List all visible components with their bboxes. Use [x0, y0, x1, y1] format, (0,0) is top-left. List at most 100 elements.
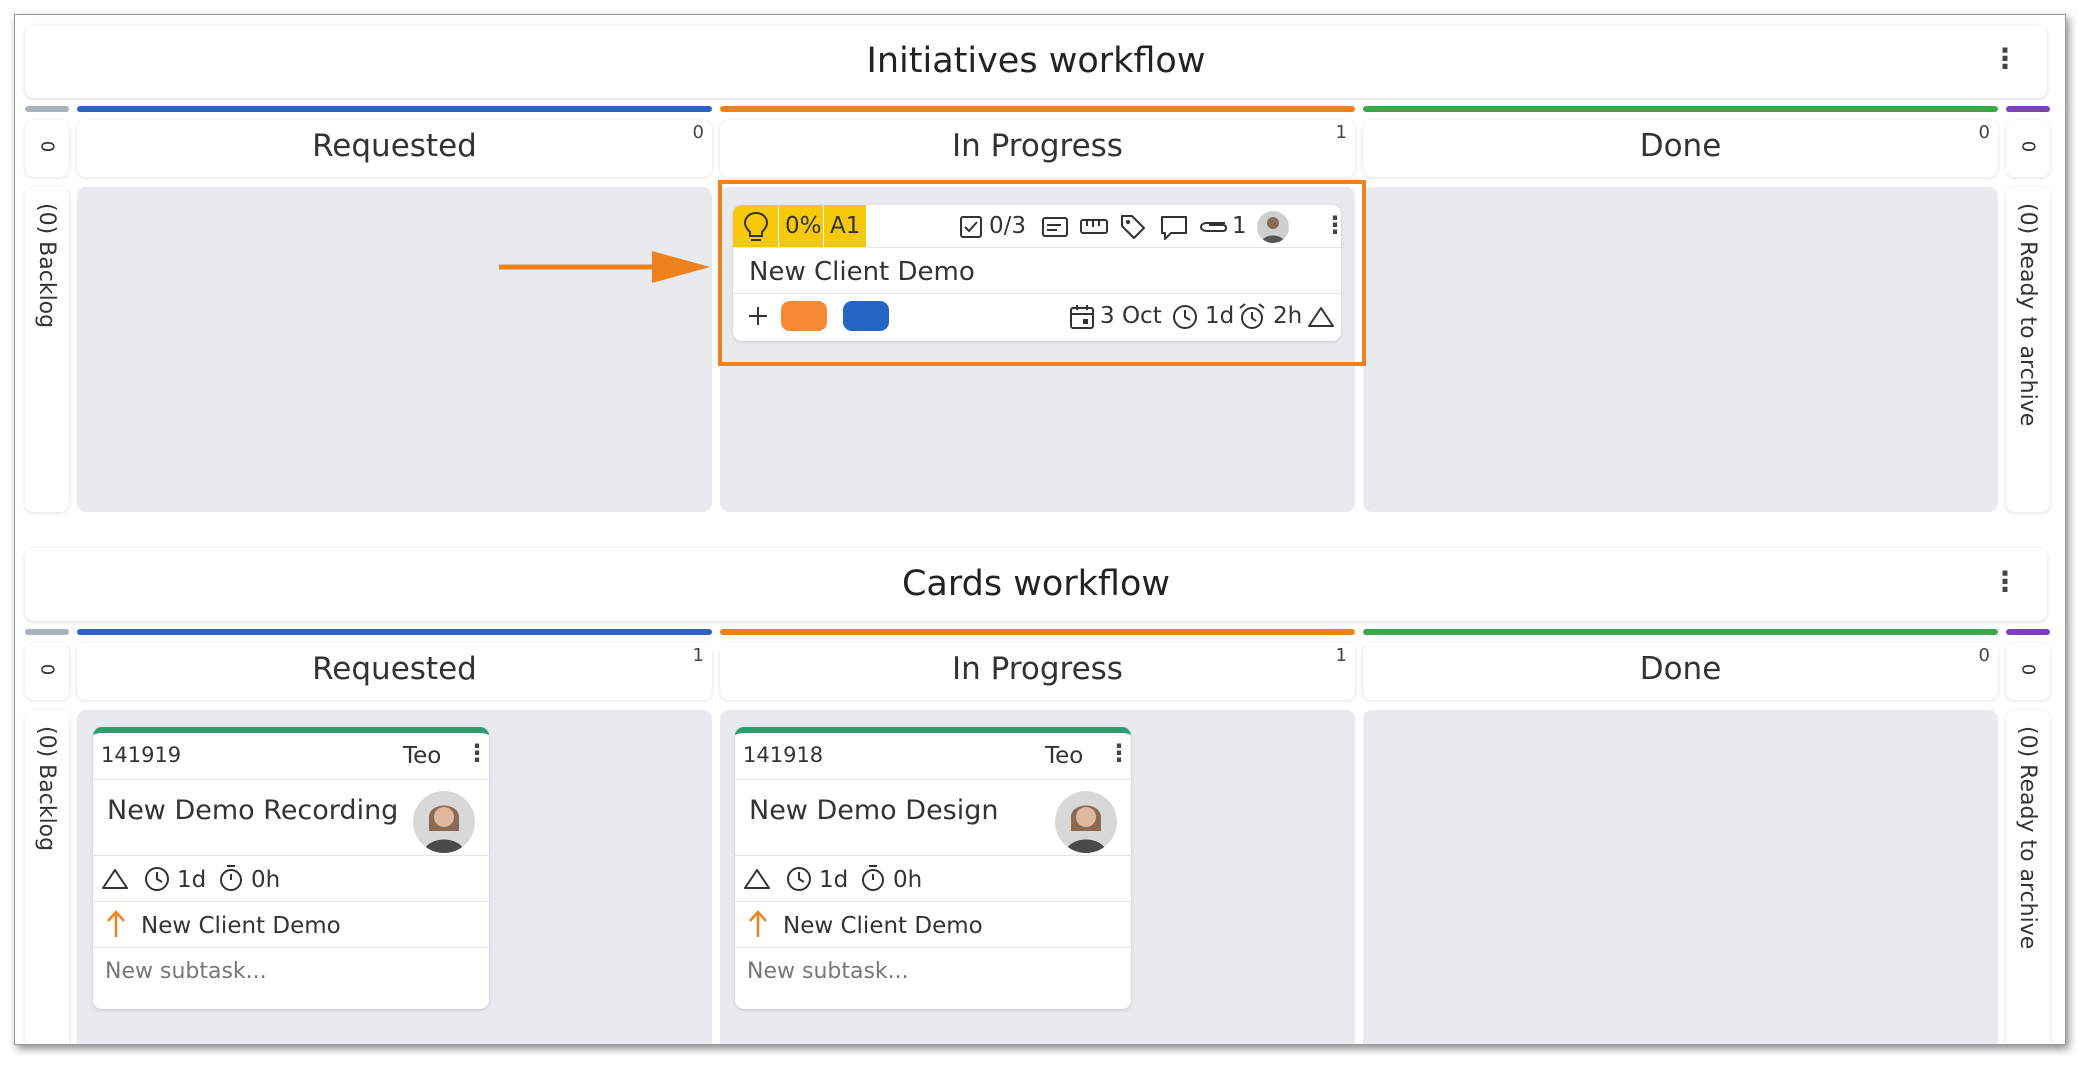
column-header-done[interactable]: Done 0	[1363, 643, 1998, 700]
column-header-requested[interactable]: Requested 0	[77, 120, 712, 177]
parent-arrow-up-icon	[749, 910, 767, 937]
requested-strip	[77, 629, 712, 635]
stopwatch-icon	[220, 865, 242, 891]
card-divider	[93, 901, 489, 902]
owner-avatar[interactable]	[1055, 791, 1117, 853]
card-owner: Teo	[1045, 743, 1084, 769]
new-subtask-input[interactable]: New subtask...	[747, 959, 909, 984]
owner-avatar[interactable]	[1257, 211, 1289, 243]
initiatives-workflow-header: Initiatives workflow ⋮	[25, 25, 2047, 98]
card-title[interactable]: New Demo Recording	[107, 795, 399, 826]
initiative-tag-bulb	[733, 205, 778, 247]
logged-time: 0h	[893, 867, 923, 893]
attachment-icon[interactable]	[1199, 219, 1229, 235]
card-title[interactable]: New Demo Design	[749, 795, 999, 826]
in-progress-strip	[720, 629, 1355, 635]
in-progress-strip	[720, 106, 1355, 112]
owner-avatar[interactable]	[413, 791, 475, 853]
archive-collapsed-column[interactable]: (0) Ready to archive	[2006, 710, 2050, 1044]
column-count: 1	[1335, 122, 1347, 143]
column-title: Done	[1639, 128, 1722, 164]
initiative-card[interactable]: 0% A1 0/3 1	[733, 205, 1341, 341]
duration: 1d	[819, 867, 849, 893]
archive-count: 0	[2017, 663, 2039, 676]
ruler-icon[interactable]	[1079, 217, 1109, 237]
person-avatar-icon	[423, 805, 465, 853]
task-card[interactable]: 141919 Teo ⋮ New Demo Recording 1d 0h	[93, 727, 489, 1009]
backlog-label: (0) Backlog	[34, 726, 59, 852]
archive-label: (0) Ready to archive	[2015, 726, 2040, 950]
tag-icon[interactable]	[1119, 213, 1147, 241]
column-body-done[interactable]	[1363, 187, 1998, 512]
parent-link[interactable]: New Client Demo	[141, 913, 341, 939]
parent-link[interactable]: New Client Demo	[783, 913, 983, 939]
column-header-requested[interactable]: Requested 1	[77, 643, 712, 700]
comment-icon[interactable]	[1159, 214, 1189, 242]
card-divider	[733, 293, 1341, 294]
card-owner: Teo	[403, 743, 442, 769]
done-strip	[1363, 106, 1998, 112]
column-body-done[interactable]	[1363, 710, 1998, 1044]
card-divider	[93, 855, 489, 856]
column-header-done[interactable]: Done 0	[1363, 120, 1998, 177]
color-label-orange[interactable]	[781, 301, 827, 331]
archive-strip	[2006, 629, 2050, 635]
logged-time: 2h	[1273, 303, 1303, 329]
card-menu-icon[interactable]: ⋮	[1107, 739, 1131, 767]
done-strip	[1363, 629, 1998, 635]
backlog-collapsed-header[interactable]: 0	[25, 120, 69, 177]
alarm-clock-icon	[1239, 303, 1265, 329]
backlog-collapsed-column[interactable]: (0) Backlog	[25, 187, 69, 512]
backlog-count: 0	[36, 663, 58, 676]
column-count: 0	[692, 122, 704, 143]
priority-triangle-icon[interactable]	[743, 867, 771, 891]
person-avatar-icon	[1261, 217, 1285, 243]
board-frame: Initiatives workflow ⋮ 0 (0) Backlog Req…	[14, 14, 2066, 1045]
cards-workflow-header: Cards workflow ⋮	[25, 548, 2047, 621]
parent-arrow-up-icon	[107, 910, 125, 937]
priority-triangle-icon[interactable]	[101, 867, 129, 891]
due-date: 3 Oct	[1100, 303, 1162, 329]
color-label-blue[interactable]	[843, 301, 889, 331]
initiative-tag-code: A1	[824, 205, 866, 247]
card-id: 141919	[101, 743, 182, 767]
card-title[interactable]: New Client Demo	[749, 257, 975, 287]
archive-count: 0	[2017, 140, 2039, 153]
task-card[interactable]: 141918 Teo ⋮ New Demo Design 1d 0h	[735, 727, 1131, 1009]
description-icon[interactable]	[1041, 215, 1069, 239]
card-menu-icon[interactable]: ⋮	[1323, 213, 1341, 237]
progress-percent: 0%	[785, 213, 822, 239]
card-divider	[735, 855, 1131, 856]
backlog-collapsed-column[interactable]: (0) Backlog	[25, 710, 69, 1044]
initiatives-menu-icon[interactable]: ⋮	[1991, 42, 2019, 75]
backlog-collapsed-header[interactable]: 0	[25, 643, 69, 700]
column-header-in-progress[interactable]: In Progress 1	[720, 120, 1355, 177]
archive-collapsed-header[interactable]: 0	[2006, 120, 2050, 177]
archive-collapsed-header[interactable]: 0	[2006, 643, 2050, 700]
attachment-count: 1	[1232, 213, 1247, 239]
cards-menu-icon[interactable]: ⋮	[1991, 565, 2019, 598]
archive-collapsed-column[interactable]: (0) Ready to archive	[2006, 187, 2050, 512]
person-avatar-icon	[1065, 805, 1107, 853]
archive-label: (0) Ready to archive	[2015, 203, 2040, 427]
checklist-icon[interactable]	[959, 215, 983, 239]
column-body-requested[interactable]	[77, 187, 712, 512]
highlight-box	[718, 180, 1366, 366]
clock-icon	[1173, 305, 1197, 329]
column-count: 0	[1978, 645, 1990, 666]
lightbulb-icon	[743, 211, 769, 241]
initiative-code: A1	[830, 213, 861, 239]
card-divider	[735, 901, 1131, 902]
archive-strip	[2006, 106, 2050, 112]
clock-icon	[787, 867, 811, 891]
column-header-in-progress[interactable]: In Progress 1	[720, 643, 1355, 700]
requested-strip	[77, 106, 712, 112]
plus-icon[interactable]	[747, 305, 769, 327]
initiatives-workflow-title: Initiatives workflow	[866, 41, 1206, 81]
new-subtask-input[interactable]: New subtask...	[105, 959, 267, 984]
card-menu-icon[interactable]: ⋮	[465, 739, 489, 767]
column-title: In Progress	[952, 128, 1123, 164]
priority-triangle-icon[interactable]	[1307, 305, 1335, 329]
calendar-icon[interactable]	[1069, 303, 1095, 331]
backlog-label: (0) Backlog	[34, 203, 59, 329]
